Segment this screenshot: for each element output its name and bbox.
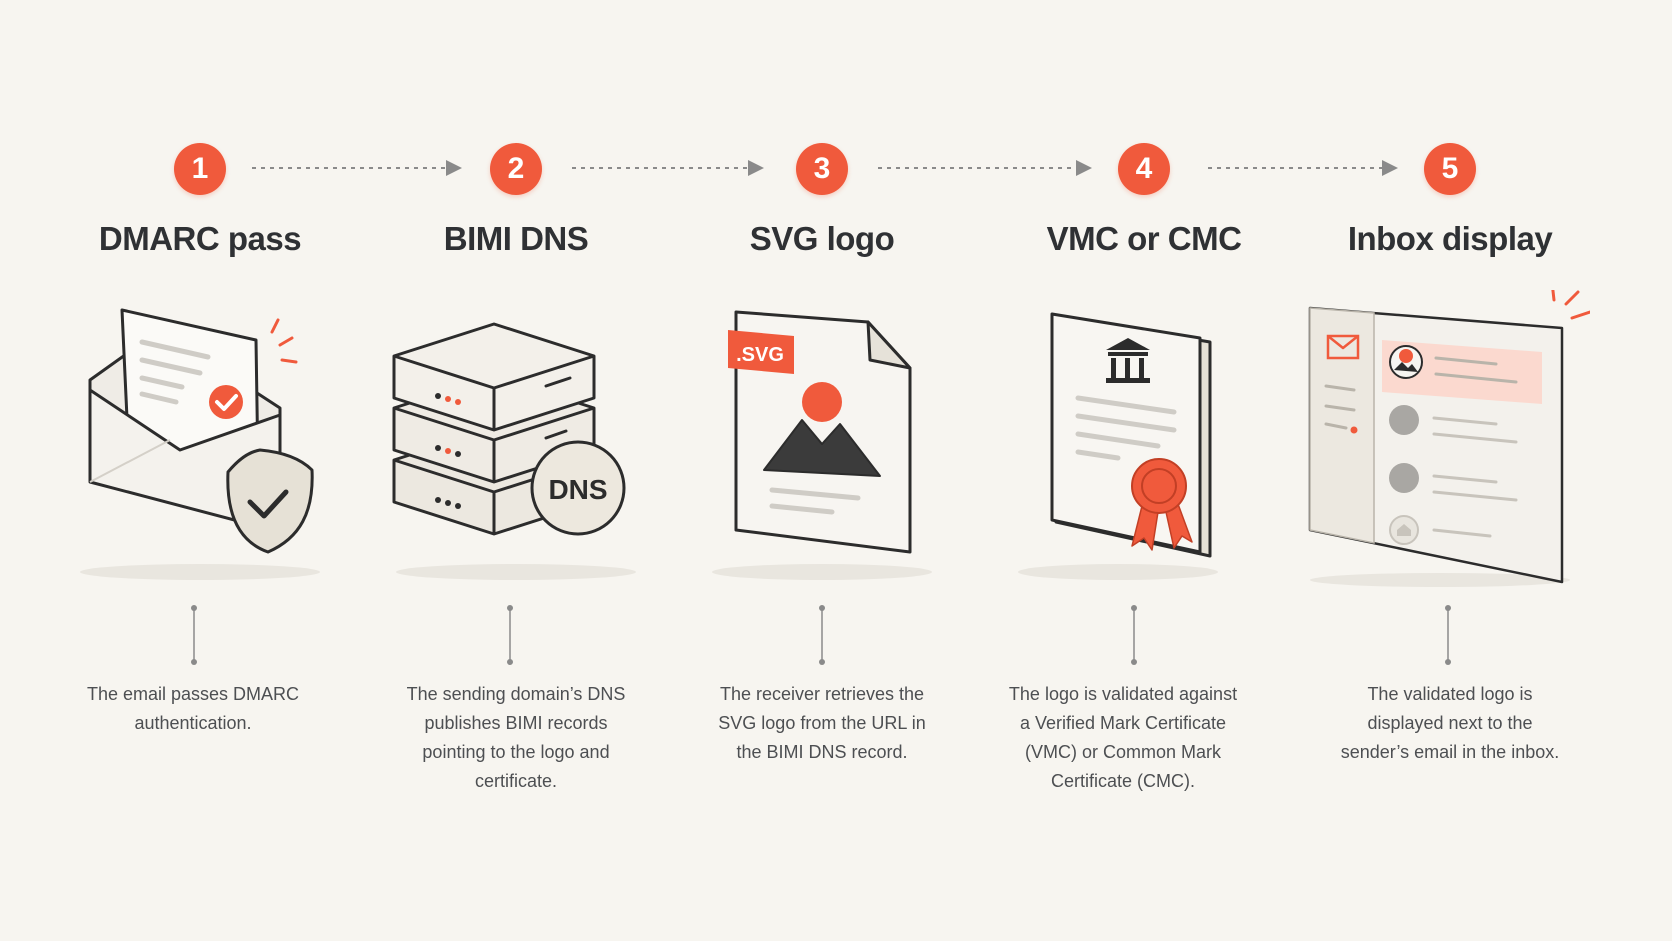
step-description: The email passes DMARC authentication. bbox=[86, 684, 300, 733]
step-1: 1 DMARC pass bbox=[50, 0, 350, 941]
step-description: The receiver retrieves the SVG logo from… bbox=[718, 684, 926, 762]
step-number-badge: 4 bbox=[1118, 143, 1170, 195]
certificate-with-seal-icon bbox=[1018, 312, 1218, 580]
step-number-badge: 3 bbox=[796, 143, 848, 195]
step-5: 5 Inbox display bbox=[1308, 0, 1610, 941]
step-title: SVG logo bbox=[749, 220, 895, 257]
step-stem bbox=[1445, 605, 1451, 665]
step-title: Inbox display bbox=[1347, 220, 1553, 257]
step-description: The validated logo is displayed next to … bbox=[1340, 684, 1560, 762]
step-description: The sending domain’s DNS publishes BIMI … bbox=[406, 684, 626, 791]
step-stem bbox=[507, 605, 513, 665]
inbox-window-icon bbox=[1308, 290, 1590, 587]
step-number-badge: 1 bbox=[174, 143, 226, 195]
step-2: 2 BIMI DNS DNS bbox=[366, 0, 666, 941]
step-stem bbox=[1131, 605, 1137, 665]
step-number-badge: 2 bbox=[490, 143, 542, 195]
svg-file-icon: .SVG bbox=[712, 310, 932, 580]
dns-badge-label: DNS bbox=[548, 474, 607, 505]
step-description: The logo is validated against a Verified… bbox=[1008, 684, 1238, 791]
step-stem bbox=[191, 605, 197, 665]
step-title: VMC or CMC bbox=[1046, 220, 1242, 257]
step-title: DMARC pass bbox=[98, 220, 302, 257]
svg-tag-label: .SVG bbox=[736, 344, 784, 366]
step-3: 3 SVG logo .SVG The receiver retrieves t… bbox=[672, 0, 972, 941]
step-number-badge: 5 bbox=[1424, 143, 1476, 195]
step-4: 4 VMC or CMC bbox=[978, 0, 1278, 941]
step-title: BIMI DNS bbox=[443, 220, 589, 257]
server-stack-dns-icon: DNS bbox=[392, 322, 636, 580]
envelope-with-check-shield-icon bbox=[80, 308, 320, 580]
step-stem bbox=[819, 605, 825, 665]
